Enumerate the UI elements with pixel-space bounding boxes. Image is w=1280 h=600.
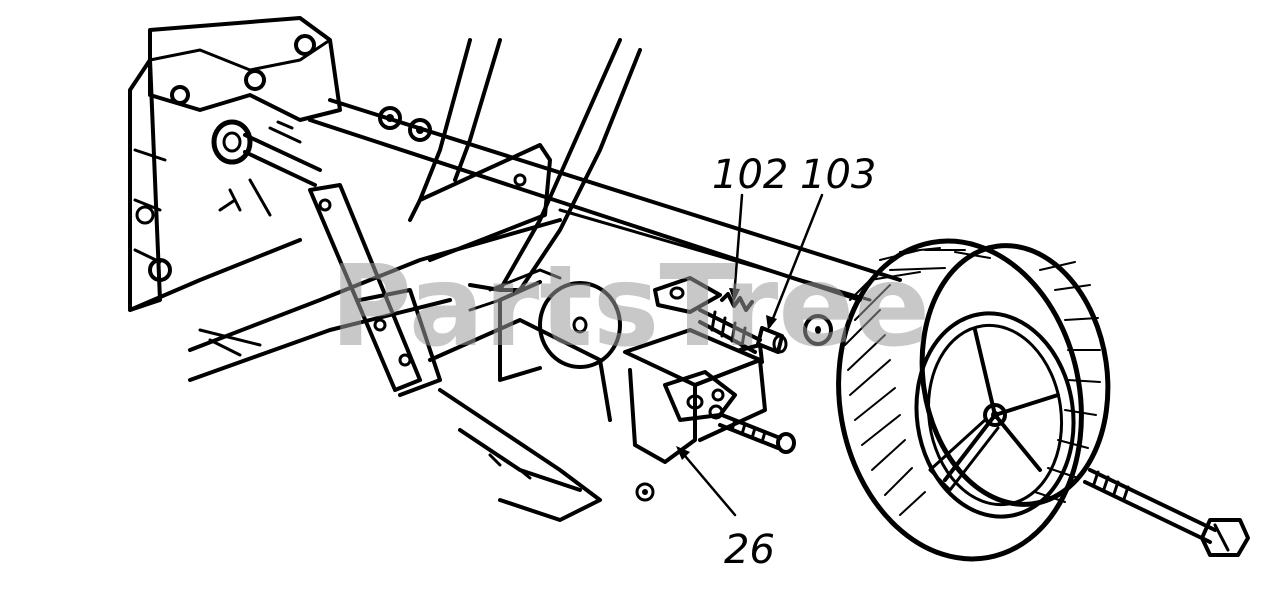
partstree-watermark: PartsTree — [330, 242, 930, 372]
short-bolt[interactable] — [708, 404, 796, 454]
callout-label-103[interactable]: 103 — [800, 152, 876, 198]
pulley-drum — [468, 268, 622, 382]
pivot-plate — [653, 276, 762, 354]
frame-nuts — [378, 106, 432, 142]
callout-label-102[interactable]: 102 — [712, 152, 788, 198]
spring-part-102[interactable] — [720, 292, 754, 312]
callout-leaders — [676, 193, 824, 517]
washer[interactable] — [803, 314, 833, 346]
wheel-tire[interactable] — [814, 222, 1124, 579]
callout-label-26[interactable]: 26 — [724, 527, 775, 573]
belt-housing — [428, 318, 655, 522]
engine-housing — [128, 16, 342, 312]
frame-assembly — [128, 38, 902, 397]
bushing-part-103[interactable] — [756, 326, 788, 354]
axle-bolt[interactable] — [1083, 468, 1250, 557]
